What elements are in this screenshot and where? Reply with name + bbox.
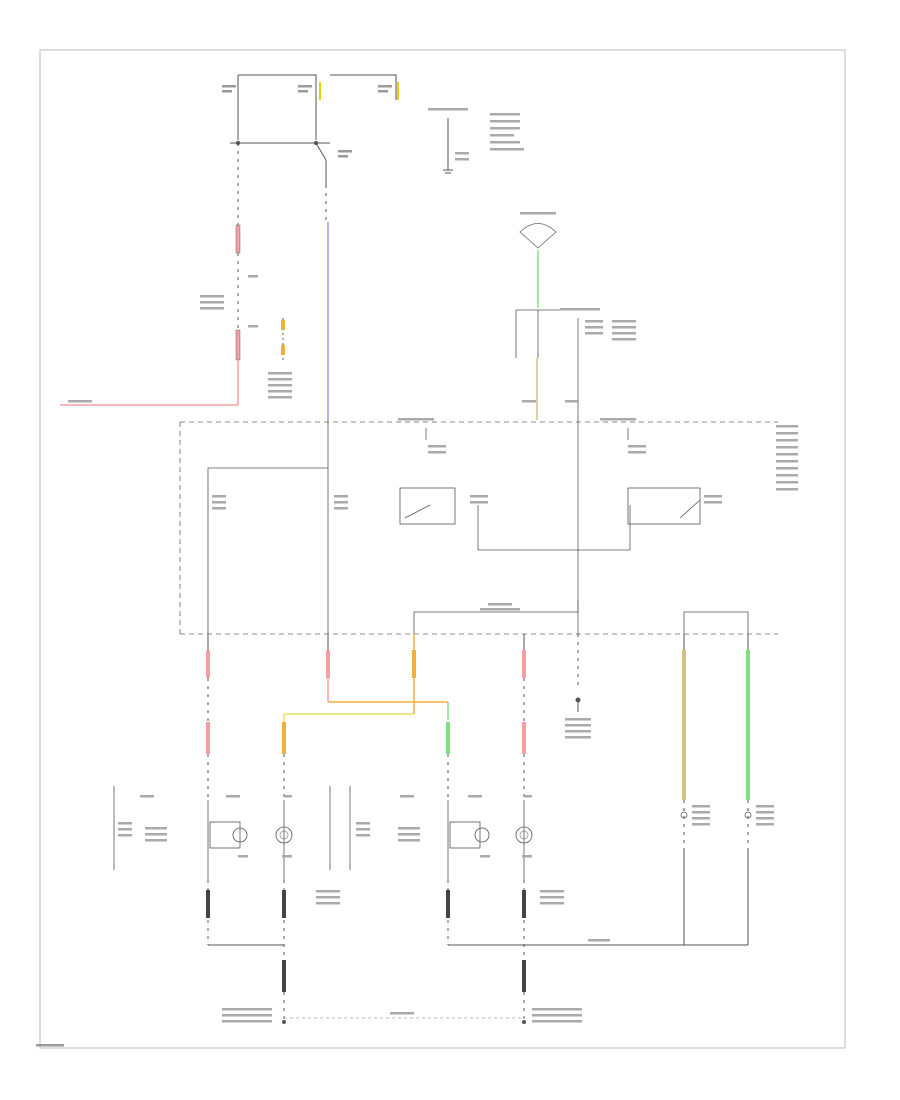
diagram-border (39, 49, 846, 1049)
bottom-labels (222, 939, 610, 1023)
right-indicator-lamp (744, 811, 752, 819)
top-right-ground (519, 223, 557, 249)
lower-wiring (206, 880, 748, 1020)
relay-right (627, 428, 701, 550)
junction-connector (281, 318, 285, 362)
lower-connector-labels (480, 603, 520, 611)
fuse-block (230, 74, 397, 185)
ground-center (575, 697, 581, 712)
feed-wire-blue (325, 185, 329, 420)
module-labels (212, 418, 798, 510)
right-headlamp-labels (356, 795, 564, 905)
left-headlamp-assembly (113, 786, 331, 880)
right-ground-bottom (522, 1020, 526, 1024)
top-right-labels (520, 212, 636, 403)
ground-center-labels (565, 718, 591, 739)
output-wires (206, 634, 750, 945)
indicator-labels (692, 805, 774, 826)
legend-text (428, 108, 524, 161)
left-headlamp-labels (118, 795, 340, 905)
junction-labels (268, 372, 292, 399)
page-ref-marker (36, 1044, 64, 1047)
module-internal (207, 420, 630, 634)
left-ground-bottom (282, 1020, 286, 1024)
right-headlamp-assembly (349, 786, 533, 880)
fuse-block-labels (222, 85, 392, 158)
feed-labels (68, 275, 258, 403)
top-right-module (515, 309, 580, 420)
lower-connector-bar (413, 600, 749, 634)
feed-wire-red (60, 143, 241, 406)
ground-top (443, 118, 453, 174)
relay-left (399, 428, 479, 550)
left-indicator-lamp (680, 811, 688, 819)
control-module-dashed (179, 421, 778, 635)
